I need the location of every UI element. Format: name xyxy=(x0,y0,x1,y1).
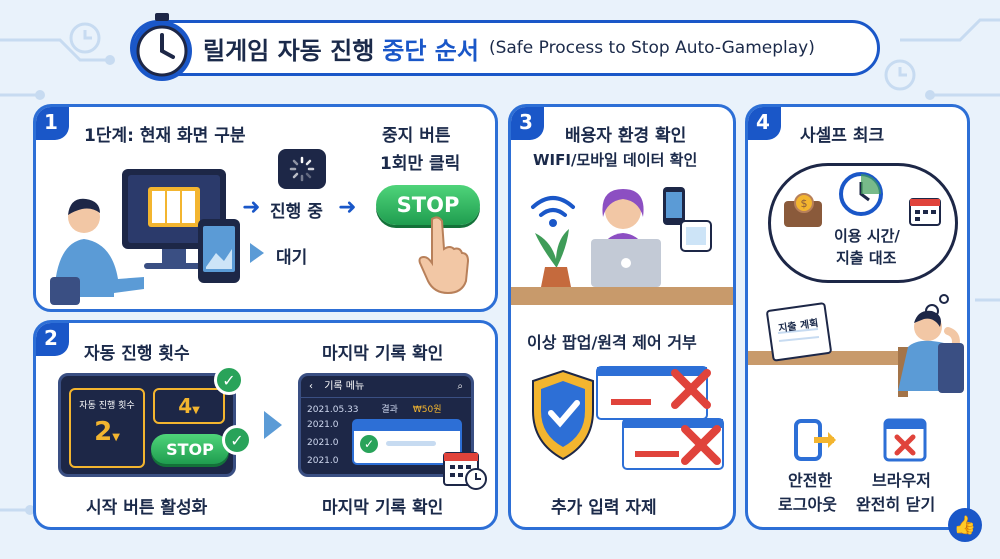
state-waiting: 대기 xyxy=(276,248,308,268)
stop-caption-line1: 중지 버튼 xyxy=(382,126,451,146)
record-row[interactable]: 2021.0 xyxy=(307,420,339,430)
panel-step-2: 2 자동 진행 횟수 마지막 기록 확인 자동 진행 횟수 2▼ 4▼ STOP… xyxy=(33,320,498,530)
pointing-hand-icon xyxy=(418,216,470,295)
arrow-right-icon: ➜ xyxy=(242,195,261,220)
last-record-check: 마지막 기록 확인 xyxy=(322,498,444,518)
popup-line xyxy=(386,441,436,446)
play-arrow-icon xyxy=(264,411,282,439)
popup-titlebar xyxy=(354,421,460,431)
step-number-badge: 2 xyxy=(36,323,69,356)
clock-icon xyxy=(839,172,883,216)
auto-count-value: 2▼ xyxy=(71,417,143,447)
count-value-number: 4 xyxy=(178,394,193,418)
arrow-right-icon-2: ➜ xyxy=(338,195,357,220)
loading-spinner-icon xyxy=(289,156,315,182)
background-clock-icon-right xyxy=(884,59,916,91)
record-amount: ₩50원 xyxy=(412,405,442,415)
step-2-right-title: 마지막 기록 확인 xyxy=(322,344,444,364)
thumbs-up-icon: 👍 xyxy=(948,508,982,542)
header-subtitle: (Safe Process to Stop Auto-Gameplay) xyxy=(488,38,815,58)
header-title: 릴게임 자동 진행 xyxy=(203,36,375,65)
relaxed-person-illustration xyxy=(748,294,964,397)
tablet-icon xyxy=(198,219,240,283)
record-menu-header: ‹ 기록 메뉴 ⌕ xyxy=(301,376,471,398)
auto-count-label: 자동 진행 횟수 xyxy=(79,401,135,411)
auto-count-number: 2 xyxy=(94,417,113,447)
browser-close-icon[interactable] xyxy=(882,417,928,463)
auto-count-box: 자동 진행 횟수 2▼ xyxy=(69,388,145,468)
avoid-extra-input: 추가 입력 자제 xyxy=(551,498,657,518)
computer-user-illustration xyxy=(50,169,226,305)
step-3-title: 배용자 환경 확인 xyxy=(565,126,687,146)
state-in-progress: 진행 중 xyxy=(270,202,323,222)
shield-check-icon xyxy=(532,369,594,461)
user-laptop-illustration xyxy=(511,187,733,305)
close-browser-line2: 완전히 닫기 xyxy=(856,495,936,514)
step-number-badge: 4 xyxy=(748,107,781,140)
record-row[interactable]: 2021.05.33 결과 ₩50원 xyxy=(307,402,469,415)
record-row[interactable]: 2021.0 xyxy=(307,456,339,466)
step-1-title: 1단계: 현재 화면 구분 xyxy=(84,126,246,146)
step-number-badge: 3 xyxy=(511,107,544,140)
record-date: 2021.05.33 xyxy=(307,405,359,415)
popup-remote-refuse: 이상 팝업/원격 제어 거부 xyxy=(527,333,697,352)
logout-icon[interactable] xyxy=(790,417,840,463)
potted-plant-icon xyxy=(535,229,571,287)
search-icon[interactable]: ⌕ xyxy=(457,381,463,392)
calendar-icon xyxy=(909,198,941,226)
panel-step-3: 3 배용자 환경 확인 WIFI/모바일 데이터 확인 이상 팝업/원격 제어 … xyxy=(508,104,736,530)
svg-text:$: $ xyxy=(801,197,808,210)
wifi-icon xyxy=(531,196,575,217)
panel-step-1: 1 1단계: 현재 화면 구분 ➜ ➜ 진 xyxy=(33,104,498,312)
step-4-title: 사셀프 최크 xyxy=(800,126,885,146)
calendar-clock-icon xyxy=(443,452,487,490)
background-clock-icon xyxy=(69,22,101,54)
check-icon-3: ✓ xyxy=(358,433,380,455)
shield-popup-illustration xyxy=(532,366,724,470)
notebook-icon xyxy=(766,302,832,362)
safe-logout-line2: 로그아웃 xyxy=(778,495,837,514)
record-menu-title: 기록 메뉴 xyxy=(324,381,365,392)
wallet-icon: $ xyxy=(784,193,822,227)
back-chevron-icon[interactable]: ‹ xyxy=(309,381,313,392)
stop-caption-line2: 1회만 클릭 xyxy=(380,154,461,174)
loading-spinner-box xyxy=(278,149,326,189)
check-icon-2: ✓ xyxy=(222,425,252,455)
close-browser-line1: 브라우저 xyxy=(872,471,931,490)
safe-logout-line1: 안전한 xyxy=(788,471,833,490)
bubble-usage-time: 이용 시간/ xyxy=(834,227,900,245)
header-title-accent: 중단 순서 xyxy=(382,36,479,65)
dropdown-caret-icon: ▼ xyxy=(192,405,200,416)
step-number-badge: 1 xyxy=(36,107,69,140)
check-icon: ✓ xyxy=(214,365,244,395)
count-value-box[interactable]: 4▼ xyxy=(153,388,225,424)
dropdown-caret-icon: ▼ xyxy=(112,432,120,443)
bubble-spending: 지출 대조 xyxy=(836,249,897,267)
play-arrow-icon xyxy=(250,243,264,263)
start-button-activation: 시작 버튼 활성화 xyxy=(86,498,208,518)
close-icon-red xyxy=(671,369,721,465)
stop-button[interactable]: STOP xyxy=(376,185,480,225)
header-banner: 릴게임 자동 진행 중단 순서 (Safe Process to Stop Au… xyxy=(130,13,880,81)
step-3-subtitle: WIFI/모바일 데이터 확인 xyxy=(533,151,698,169)
panel-step-4: 4 사셀프 최크 $ 이용 시간/ 지출 대조 지출 계획 xyxy=(745,104,970,530)
record-row[interactable]: 2021.0 xyxy=(307,438,339,448)
record-result: 결과 xyxy=(381,405,398,415)
step-2-title: 자동 진행 횟수 xyxy=(84,344,190,364)
auto-stop-button[interactable]: STOP xyxy=(151,434,229,464)
stopwatch-icon xyxy=(132,13,192,81)
auto-count-screen: 자동 진행 횟수 2▼ 4▼ STOP xyxy=(58,373,236,477)
